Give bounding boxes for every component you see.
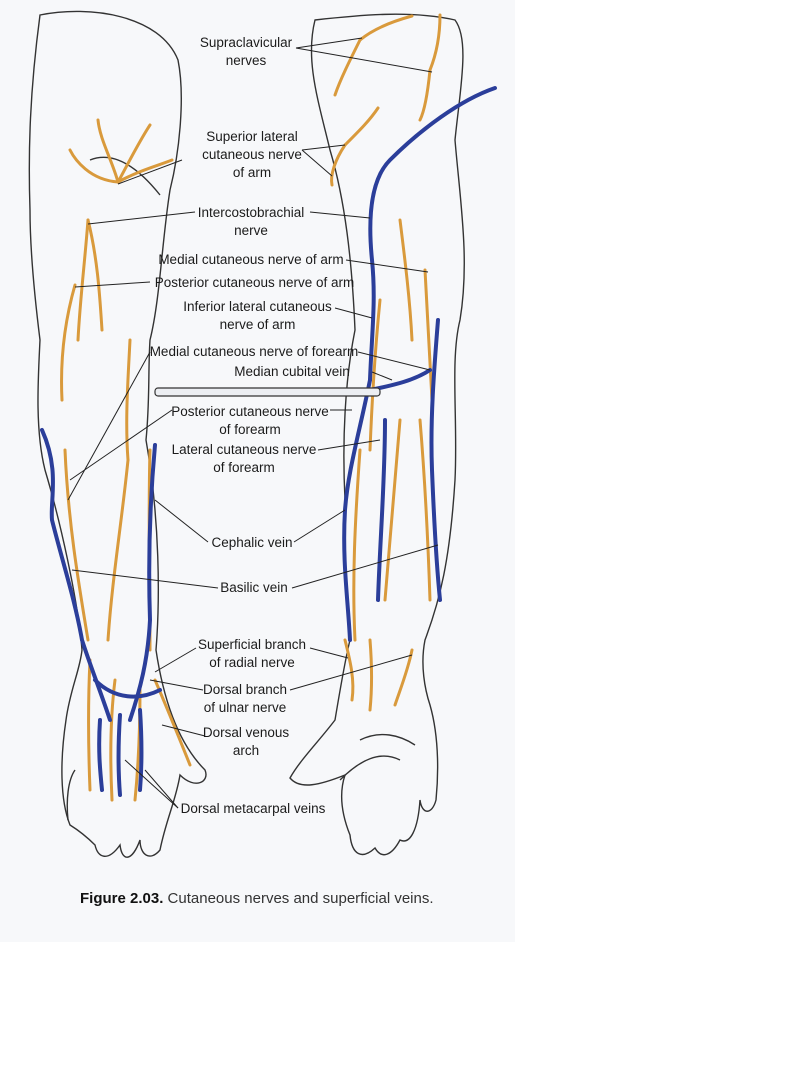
right-arm-outline bbox=[289, 13, 465, 856]
label-lateral-cutaneous-nerve-of-forearm: Lateral cutaneous nerve of forearm bbox=[171, 442, 317, 475]
label-posterior-cutaneous-nerve-of-arm: Posterior cutaneous nerve of arm bbox=[154, 275, 355, 290]
label-superior-lateral-cutaneous-nerve: Superior lateral cutaneous nerve of arm bbox=[202, 129, 302, 180]
label-intercostobrachial-nerve: Intercostobrachial nerve bbox=[197, 205, 305, 238]
label-superficial-branch-of-radial-nerve: Superficial branch of radial nerve bbox=[197, 637, 307, 670]
label-dorsal-metacarpal-veins: Dorsal metacarpal veins bbox=[180, 801, 326, 816]
label-medial-cutaneous-nerve-of-forearm: Medial cutaneous nerve of forearm bbox=[149, 344, 359, 359]
label-supraclavicular-nerves: Supraclavicular nerves bbox=[199, 35, 293, 68]
label-dorsal-venous-arch: Dorsal venous arch bbox=[202, 725, 290, 758]
veins bbox=[40, 86, 497, 797]
label-dorsal-branch-of-ulnar-nerve: Dorsal branch of ulnar nerve bbox=[202, 682, 288, 715]
label-medial-cutaneous-nerve-of-arm: Medial cutaneous nerve of arm bbox=[158, 252, 344, 267]
label-cephalic-vein: Cephalic vein bbox=[211, 535, 293, 550]
figure-plate: Supraclavicular nerves Superior lateral … bbox=[28, 10, 497, 907]
probe-instrument bbox=[154, 387, 381, 397]
figure-caption-text: Cutaneous nerves and superficial veins. bbox=[163, 890, 434, 907]
figure-number: Figure 2.03. bbox=[80, 890, 164, 907]
arm-illustration bbox=[28, 10, 497, 858]
label-inferior-lateral-cutaneous-nerve: Inferior lateral cutaneous nerve of arm bbox=[183, 299, 332, 332]
figure-caption: Figure 2.03. Cutaneous nerves and superf… bbox=[80, 890, 434, 907]
label-posterior-cutaneous-nerve-of-forearm: Posterior cutaneous nerve of forearm bbox=[171, 404, 329, 437]
label-median-cubital-vein: Median cubital vein bbox=[234, 364, 350, 379]
label-basilic-vein: Basilic vein bbox=[220, 580, 288, 595]
leader-lines bbox=[67, 37, 439, 809]
